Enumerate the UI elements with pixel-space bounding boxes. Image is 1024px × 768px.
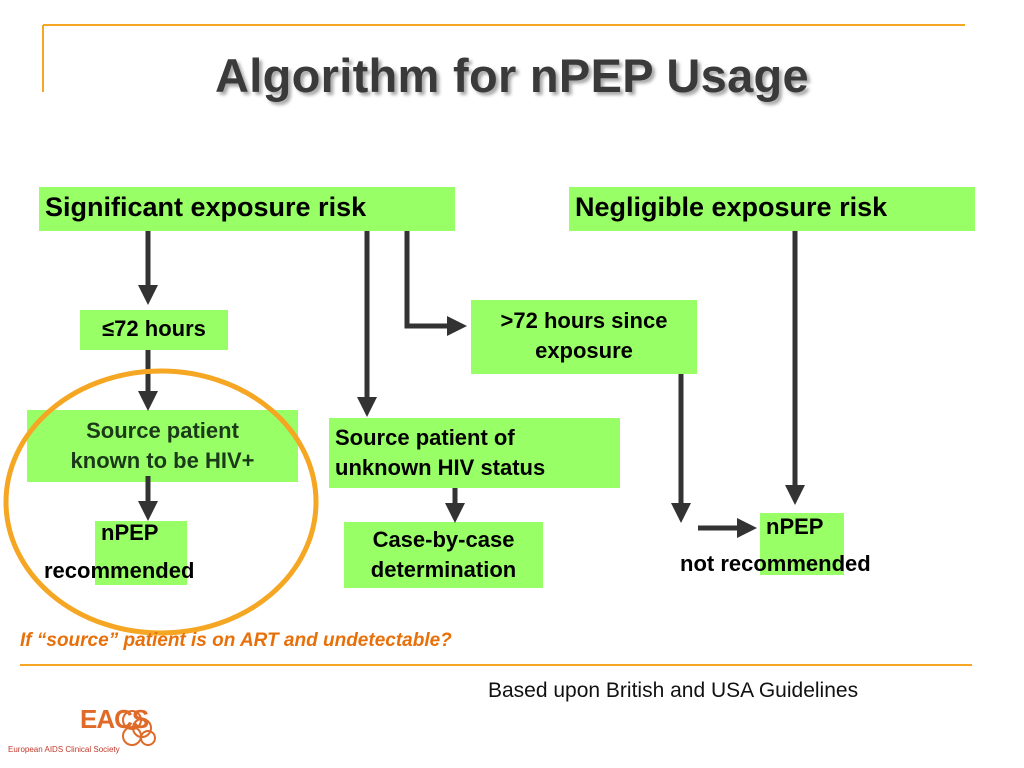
slide-title: Algorithm for nPEP Usage — [215, 49, 809, 102]
unknown-hiv-line1: Source patient of — [335, 425, 515, 450]
unknown-hiv-line2: unknown HIV status — [335, 455, 546, 480]
case-by-case-box: Case-by-case determination — [344, 522, 543, 588]
npep-recommended-line2: recommended — [44, 558, 195, 583]
eacs-logo-subtext: European AIDS Clinical Society — [8, 745, 120, 754]
within-72-hours-label: ≤72 hours — [102, 316, 206, 341]
negligible-exposure-label: Negligible exposure risk — [575, 192, 888, 222]
significant-exposure-label: Significant exposure risk — [45, 192, 367, 222]
eacs-logo: EACS European AIDS Clinical Society — [8, 702, 158, 762]
significant-exposure-box: Significant exposure risk — [39, 187, 455, 231]
npep-recommended-highlight — [95, 521, 187, 585]
eacs-logo-mark — [122, 710, 156, 746]
over-72-hours-box: >72 hours since exposure — [471, 300, 697, 374]
unknown-hiv-source-box: Source patient of unknown HIV status — [329, 418, 620, 488]
npep-not-recommended-line2: not recommended — [680, 551, 871, 576]
npep-not-recommended-line1: nPEP — [766, 514, 824, 539]
over-72-hours-line2: exposure — [535, 338, 633, 363]
case-by-case-line1: Case-by-case — [372, 527, 515, 552]
negligible-exposure-box: Negligible exposure risk — [569, 187, 975, 231]
art-undetectable-question: If “source” patient is on ART and undete… — [20, 630, 452, 651]
within-72-hours-box: ≤72 hours — [80, 310, 228, 350]
npep-recommended-line1: nPEP — [101, 520, 159, 545]
guidelines-note: Based upon British and USA Guidelines — [488, 679, 859, 702]
hiv-positive-source-box: Source patient known to be HIV+ — [27, 410, 298, 482]
hiv-positive-line2: known to be HIV+ — [70, 448, 255, 473]
hiv-positive-line1: Source patient — [86, 418, 239, 443]
highlight-circle — [3, 368, 319, 636]
npep-not-recommended-highlight — [760, 513, 844, 575]
over-72-hours-line1: >72 hours since — [500, 308, 668, 333]
arrow-significant-to-over72 — [404, 231, 467, 336]
eacs-logo-text: EACS — [80, 704, 149, 734]
case-by-case-line2: determination — [370, 557, 517, 582]
